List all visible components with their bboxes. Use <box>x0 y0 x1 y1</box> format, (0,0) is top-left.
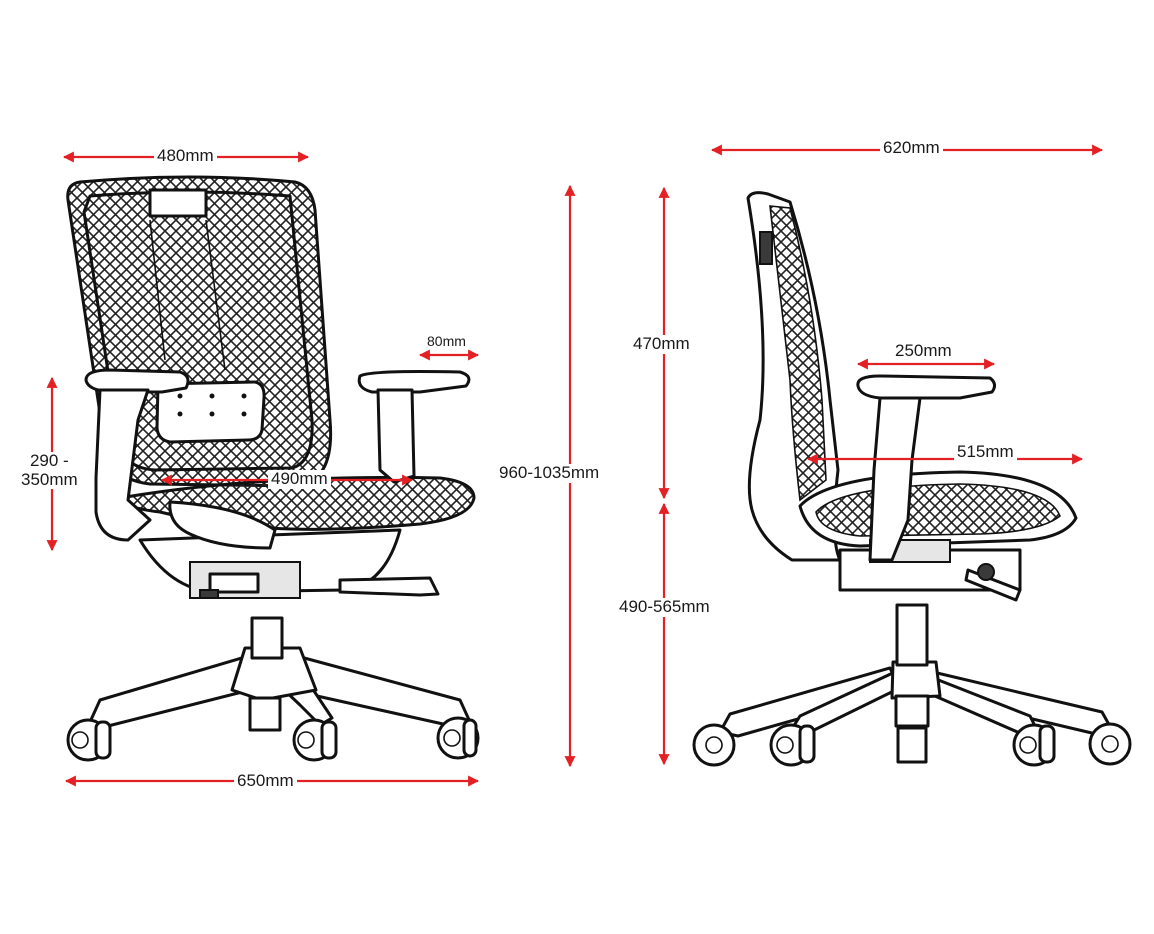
seat-height-label: 490-565mm <box>616 597 713 617</box>
seat-width-label: 490mm <box>268 469 331 489</box>
depth-label: 620mm <box>880 138 943 158</box>
side-armrest <box>856 374 997 562</box>
side-view-chair <box>692 191 1132 767</box>
armrest-length-label: 250mm <box>892 341 955 361</box>
front-base <box>66 616 480 762</box>
armrest-height-label: 290 - 350mm <box>18 451 81 490</box>
front-mechanism <box>138 528 440 599</box>
side-base <box>692 603 1132 767</box>
base-width-label: 650mm <box>234 771 297 791</box>
back-width-label: 480mm <box>154 146 217 166</box>
armrest-width-label: 80mm <box>427 333 466 349</box>
seat-depth-label: 515mm <box>954 442 1017 462</box>
front-armrests <box>84 368 471 542</box>
side-seat <box>798 470 1078 602</box>
overall-height-label: 960-1035mm <box>496 463 603 483</box>
back-height-label: 470mm <box>630 334 693 354</box>
armrest-height-line2: 350mm <box>21 469 78 489</box>
front-view-chair <box>66 175 480 762</box>
armrest-height-line1: 290 - <box>29 451 69 470</box>
